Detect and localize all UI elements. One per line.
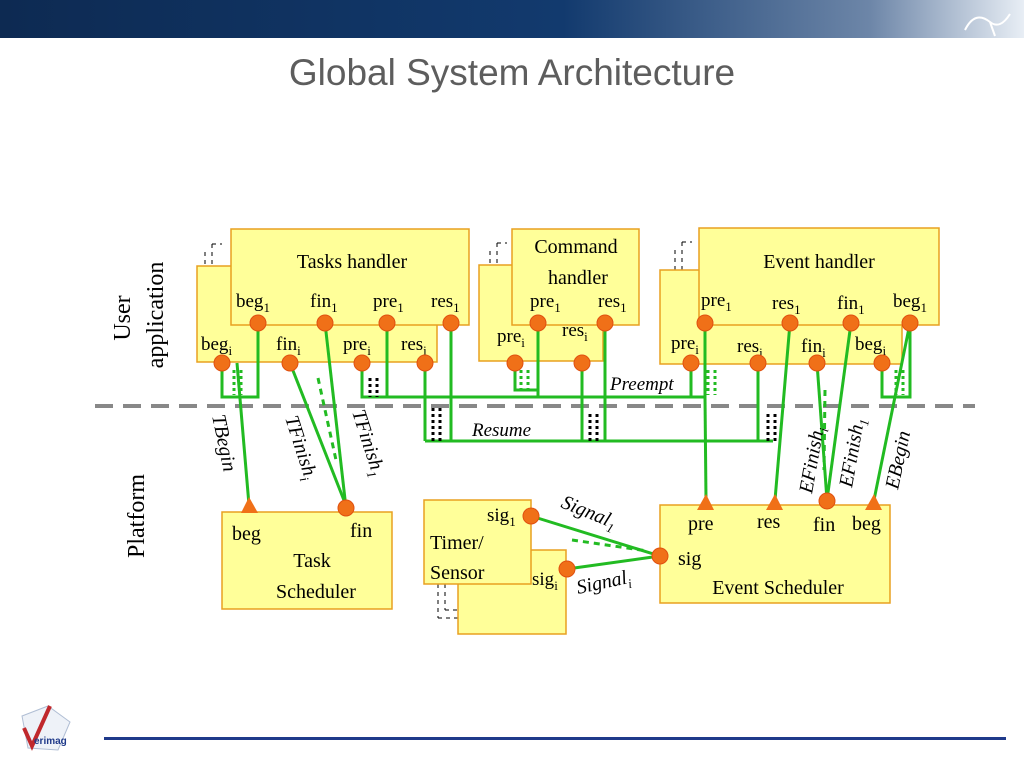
port-label-cmd-pre-1: pre1 [530,291,561,315]
logo-text: erimag [34,736,67,747]
port-label-ev-beg-1: beg1 [893,291,927,315]
timer-sensor-title-line1: Timer/ [430,532,484,554]
triangle-ports [241,494,882,513]
event-handler-title: Event handler [763,251,875,273]
task-scheduler-beg: beg [232,523,261,545]
verimag-logo-icon: erimag [21,705,71,751]
event-scheduler-res: res [757,511,781,533]
user-layer-label-line1: User [110,295,136,340]
port-label-ev-pre-i: prei [671,333,699,357]
timer-sensor: sig1 Timer/ Sensor sigi [423,499,567,635]
resume-label: Resume [471,420,531,441]
timer-sig-i: sigi [532,569,558,593]
port-label-res-1: res1 [431,291,460,315]
timer-sensor-front-box [423,499,532,585]
header-swoosh-icon [964,13,1011,37]
event-scheduler-sig: sig [678,548,701,570]
port-label-ev-pre-1: pre1 [701,290,732,314]
port-label-cmd-res-i: resi [562,320,588,344]
ports [213,314,919,578]
timer-sensor-title-line2: Sensor [430,562,485,584]
tasks-handler-title: Tasks handler [297,251,408,273]
tfinish-1-label: TFinish1 [344,407,389,480]
connection-wires [220,322,912,571]
event-handler-front-box [698,227,940,326]
user-layer-label-line2: application [143,262,169,369]
port-label-cmd-pre-i: prei [497,326,525,350]
port-label-pre-1: pre1 [373,291,404,315]
task-scheduler-title-line1: Task [293,550,330,572]
platform-layer-label: Platform [124,474,150,558]
efinish-1-label: EFinish1 [835,416,872,490]
port-label-ev-res-1: res1 [772,293,801,317]
dashed-wires [316,377,827,553]
header-bar [0,0,1024,38]
signal-i-label: Signali [574,566,633,602]
tbegin-label: TBegin [207,412,241,473]
footer-line [104,737,1006,740]
port-label-beg-1: beg1 [236,291,270,315]
command-handler-title-line1: Command [534,236,617,258]
event-handler: Event handler pre1 res1 fin1 beg1 prei r… [659,227,940,365]
task-scheduler-title-line2: Scheduler [276,581,356,603]
port-label-cmd-res-1: res1 [598,291,627,315]
task-scheduler: beg fin Task Scheduler [221,511,393,610]
dotted-green-bundles [232,370,905,395]
port-label-ev-fin-1: fin1 [837,293,865,317]
port-label-ev-fin-i: fini [801,336,826,360]
port-label-beg-i: begi [201,334,232,358]
port-label-fin-i: fini [276,334,301,358]
event-scheduler-title: Event Scheduler [712,577,844,599]
port-label-fin-1: fin1 [310,291,338,315]
command-handler-front-box [511,228,640,326]
command-handler-title-line2: handler [548,267,608,289]
command-handler: Command handler pre1 res1 prei resi [478,228,640,362]
event-scheduler-beg: beg [852,513,881,535]
bus-bundles [368,378,777,441]
tasks-handler: Tasks handler beg1 fin1 pre1 res1 begi f… [196,228,470,363]
page-title: Global System Architecture [288,52,736,93]
signal-1-label: Signal1 [557,491,620,536]
timer-sig-1: sig1 [487,505,516,529]
port-label-ev-beg-i: begi [855,334,886,358]
event-scheduler: pre res fin beg sig Event Scheduler [659,504,891,604]
port-label-pre-i: prei [343,334,371,358]
port-label-ev-res-i: resi [737,336,763,360]
tasks-handler-front-box [230,228,470,326]
port-label-res-i: resi [401,334,427,358]
event-scheduler-pre: pre [688,513,714,535]
event-scheduler-fin: fin [813,514,835,536]
preempt-label: Preempt [609,374,674,395]
task-scheduler-fin: fin [350,520,372,542]
